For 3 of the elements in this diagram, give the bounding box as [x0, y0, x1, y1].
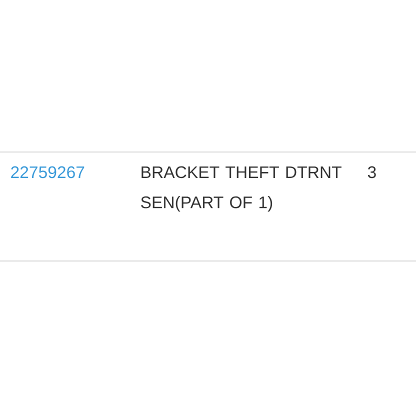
- part-number-link: 22759267: [11, 166, 84, 178]
- description-text: BRACKET THEFT DTRNT SEN(PART OF 1): [141, 166, 342, 212]
- quantity-text: 3: [368, 166, 376, 178]
